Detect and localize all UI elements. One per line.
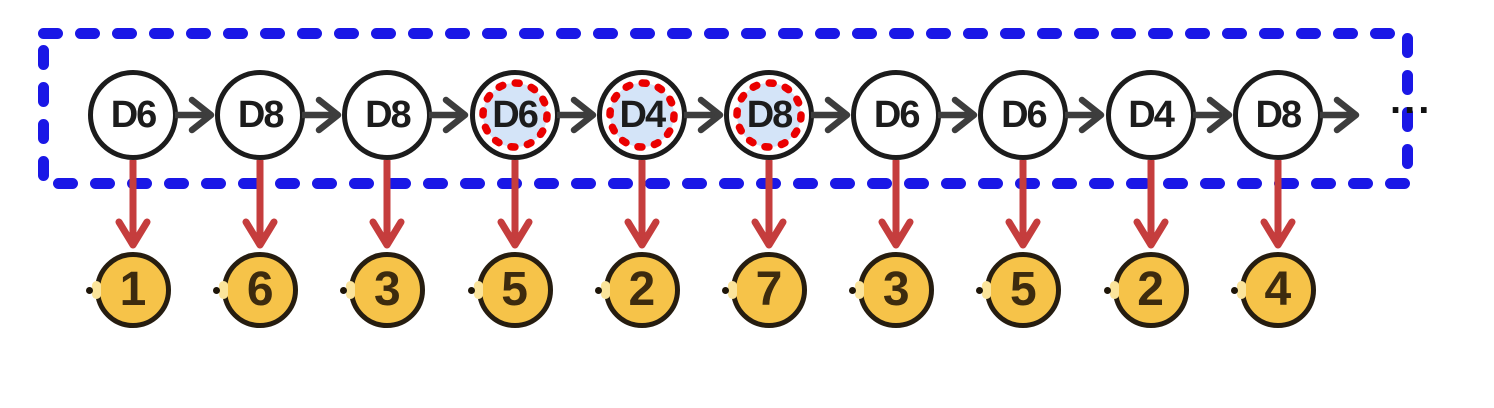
die-label: D8 bbox=[746, 94, 794, 136]
die-node: D6 bbox=[88, 70, 178, 160]
die-label: D6 bbox=[110, 94, 158, 136]
down-arrow-icon bbox=[497, 160, 533, 249]
roll-result-value: 5 bbox=[1010, 263, 1037, 316]
highlight-ring-icon bbox=[478, 79, 551, 151]
right-arrow-icon bbox=[938, 96, 978, 134]
die-node: D8 bbox=[1232, 70, 1323, 160]
down-arrow-icon bbox=[115, 160, 151, 249]
sequence-step: D6 1 bbox=[69, 70, 215, 400]
down-arrow-icon bbox=[624, 160, 660, 249]
roll-result-coin: 3 bbox=[849, 252, 935, 328]
sequence-step: D8 6 bbox=[196, 70, 342, 400]
die-label: D6 bbox=[873, 94, 921, 136]
right-arrow-icon bbox=[1319, 96, 1360, 134]
down-arrow-icon bbox=[878, 160, 914, 249]
die-label: D8 bbox=[1255, 94, 1303, 136]
right-arrow-icon bbox=[1192, 96, 1232, 134]
down-arrow-icon bbox=[751, 160, 787, 249]
down-arrow-icon bbox=[1260, 160, 1296, 249]
die-node: D6 bbox=[978, 70, 1069, 160]
roll-result-value: 3 bbox=[882, 263, 910, 316]
sequence-step: D6 3 bbox=[832, 70, 978, 400]
die-node: D8 bbox=[342, 70, 433, 160]
down-arrow-icon bbox=[1005, 160, 1041, 249]
roll-result-value: 3 bbox=[374, 263, 401, 316]
sequence-step: D8 4 bbox=[1214, 70, 1360, 400]
roll-result-coin: 2 bbox=[594, 252, 680, 328]
roll-result-coin: 7 bbox=[722, 252, 807, 328]
down-arrow-icon bbox=[1133, 160, 1169, 249]
highlight-ring-icon bbox=[606, 79, 678, 151]
sequence-continuation-ellipsis: ... bbox=[1390, 78, 1433, 122]
roll-result-coin: 4 bbox=[1230, 252, 1316, 328]
roll-result-coin: 2 bbox=[1103, 252, 1189, 328]
sequence-step: D4 2 bbox=[1087, 70, 1232, 400]
die-node: D8 bbox=[215, 70, 306, 160]
right-arrow-icon bbox=[811, 96, 851, 134]
roll-result-coin: 5 bbox=[976, 252, 1062, 328]
die-label: D8 bbox=[237, 94, 285, 136]
die-label: D6 bbox=[492, 94, 539, 136]
die-label: D6 bbox=[1001, 94, 1048, 136]
roll-result-value: 1 bbox=[119, 263, 147, 316]
die-node: D4 bbox=[596, 70, 687, 160]
die-node: D6 bbox=[851, 70, 942, 160]
die-node: D8 bbox=[724, 70, 814, 160]
roll-result-value: 2 bbox=[1137, 263, 1164, 316]
die-label: D4 bbox=[619, 94, 667, 136]
roll-result-coin: 5 bbox=[467, 252, 553, 328]
sequence-step: D8 7 bbox=[705, 70, 851, 400]
sequence-step: D6 5 bbox=[959, 70, 1105, 400]
roll-result-value: 4 bbox=[1264, 263, 1292, 316]
die-node: D6 bbox=[469, 70, 560, 160]
roll-result-coin: 6 bbox=[213, 252, 299, 328]
roll-result-coin: 1 bbox=[86, 252, 171, 328]
right-arrow-icon bbox=[1065, 96, 1105, 134]
right-arrow-icon bbox=[175, 96, 215, 134]
sequence-step: D6 5 bbox=[451, 70, 596, 400]
down-arrow-icon bbox=[369, 160, 405, 249]
right-arrow-icon bbox=[429, 96, 469, 134]
right-arrow-icon bbox=[556, 96, 596, 134]
sequence-step: D4 2 bbox=[578, 70, 724, 400]
sequence-step: D8 3 bbox=[323, 70, 469, 400]
die-node: D4 bbox=[1105, 70, 1196, 160]
roll-result-value: 6 bbox=[246, 263, 274, 316]
down-arrow-icon bbox=[242, 160, 278, 249]
roll-result-coin: 3 bbox=[340, 252, 426, 328]
highlight-ring-icon bbox=[733, 79, 805, 151]
roll-result-value: 5 bbox=[501, 263, 528, 316]
die-label: D8 bbox=[365, 94, 412, 136]
right-arrow-icon bbox=[302, 96, 342, 134]
die-label: D4 bbox=[1128, 94, 1175, 136]
roll-result-value: 7 bbox=[755, 263, 783, 316]
roll-result-value: 2 bbox=[628, 263, 656, 316]
right-arrow-icon bbox=[683, 96, 724, 134]
